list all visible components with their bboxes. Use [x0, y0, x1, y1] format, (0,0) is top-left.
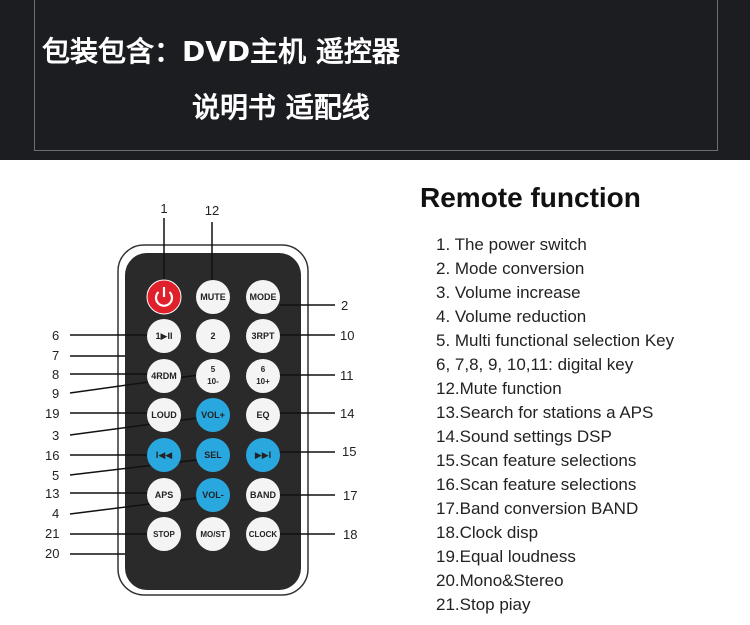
callout-7: 7	[52, 348, 59, 363]
stop-button[interactable]	[147, 517, 181, 551]
function-item: 21.Stop piay	[436, 595, 531, 614]
mono-stereo-button[interactable]	[196, 517, 230, 551]
function-item: 12.Mute function	[436, 379, 562, 398]
function-item: 15.Scan feature selections	[436, 451, 637, 470]
next-track-button[interactable]	[246, 438, 280, 472]
banner-frame	[34, 0, 718, 151]
key-2-label: 2	[210, 331, 215, 341]
function-item: 2. Mode conversion	[436, 259, 585, 278]
function-item: 18.Clock disp	[436, 523, 539, 542]
key-5-sub-label: 10-	[207, 377, 219, 386]
eq-button-label: EQ	[256, 410, 269, 420]
mute-button[interactable]	[196, 280, 230, 314]
volume-down-label: VOL-	[202, 490, 224, 500]
aps-button-label: APS	[155, 490, 174, 500]
clock-button[interactable]	[246, 517, 280, 551]
callout-21: 21	[45, 526, 59, 541]
band-button[interactable]	[246, 478, 280, 512]
callout-1: 1	[160, 201, 167, 216]
remote-diagram: MUTE MODE 1▶II 2 3RPT 4RDM 5 10- 6 10+ L…	[45, 201, 357, 596]
power-icon	[154, 287, 174, 307]
band-button-label: BAND	[250, 490, 276, 500]
function-item: 6, 7,8, 9, 10,11: digital key	[436, 355, 634, 374]
mode-button[interactable]	[246, 280, 280, 314]
callout-9: 9	[52, 386, 59, 401]
key-1-play-pause-button[interactable]	[147, 319, 181, 353]
callout-11: 11	[340, 368, 354, 383]
function-item: 20.Mono&Stereo	[436, 571, 564, 590]
callout-12: 12	[205, 203, 219, 218]
key-3-label: 3RPT	[251, 331, 275, 341]
previous-track-icon: I◀◀	[156, 450, 172, 460]
package-contents-line2: 说明书 适配线	[192, 91, 370, 124]
remote-function-title: Remote function	[420, 182, 641, 213]
previous-track-button[interactable]	[147, 438, 181, 472]
callout-3: 3	[52, 428, 59, 443]
clock-button-label: CLOCK	[249, 530, 278, 539]
stop-button-label: STOP	[153, 530, 175, 539]
volume-down-button[interactable]	[196, 478, 230, 512]
select-button-label: SEL	[204, 450, 222, 460]
aps-button[interactable]	[147, 478, 181, 512]
key-6-button[interactable]	[246, 359, 280, 393]
callout-10: 10	[340, 328, 354, 343]
remote-function-list: 1. The power switch 2. Mode conversion 3…	[436, 233, 674, 617]
callout-18: 18	[343, 527, 357, 542]
function-item: 17.Band conversion BAND	[436, 499, 639, 518]
key-1-label: 1▶II	[156, 331, 173, 341]
next-track-icon: ▶▶I	[255, 450, 271, 460]
function-item: 13.Search for stations a APS	[436, 403, 654, 422]
callout-5: 5	[52, 468, 59, 483]
callout-8: 8	[52, 367, 59, 382]
key-2-button[interactable]	[196, 319, 230, 353]
callout-16: 16	[45, 448, 59, 463]
function-item: 3. Volume increase	[436, 283, 581, 302]
volume-up-button[interactable]	[196, 398, 230, 432]
callout-2: 2	[341, 298, 348, 313]
volume-up-label: VOL+	[201, 410, 225, 420]
key-6-sub-label: 10+	[256, 377, 270, 386]
function-item: 5. Multi functional selection Key	[436, 331, 675, 350]
mute-button-label: MUTE	[200, 292, 226, 302]
package-banner: 包装包含：DVD主机 遥控器 说明书 适配线	[0, 0, 750, 160]
key-3-repeat-button[interactable]	[246, 319, 280, 353]
loud-button-label: LOUD	[151, 410, 177, 420]
key-4-label: 4RDM	[151, 371, 177, 381]
mono-stereo-label: MO/ST	[200, 530, 225, 539]
callout-20: 20	[45, 546, 59, 561]
callout-lines	[69, 218, 335, 555]
function-item: 19.Equal loudness	[436, 547, 576, 566]
package-contents-line1: 包装包含：DVD主机 遥控器	[42, 35, 400, 68]
eq-button[interactable]	[246, 398, 280, 432]
function-item: 1. The power switch	[436, 235, 587, 254]
function-item: 16.Scan feature selections	[436, 475, 637, 494]
callout-13: 13	[45, 486, 59, 501]
callout-4: 4	[52, 506, 59, 521]
key-4-random-button[interactable]	[147, 359, 181, 393]
callout-17: 17	[343, 488, 357, 503]
mode-button-label: MODE	[250, 292, 277, 302]
key-6-label: 6	[261, 365, 266, 374]
callout-15: 15	[342, 444, 356, 459]
key-5-label: 5	[211, 365, 216, 374]
callout-14: 14	[340, 406, 354, 421]
key-5-button[interactable]	[196, 359, 230, 393]
function-item: 14.Sound settings DSP	[436, 427, 612, 446]
select-button[interactable]	[196, 438, 230, 472]
function-item: 4. Volume reduction	[436, 307, 587, 326]
loud-button[interactable]	[147, 398, 181, 432]
callout-6: 6	[52, 328, 59, 343]
callout-19: 19	[45, 406, 59, 421]
